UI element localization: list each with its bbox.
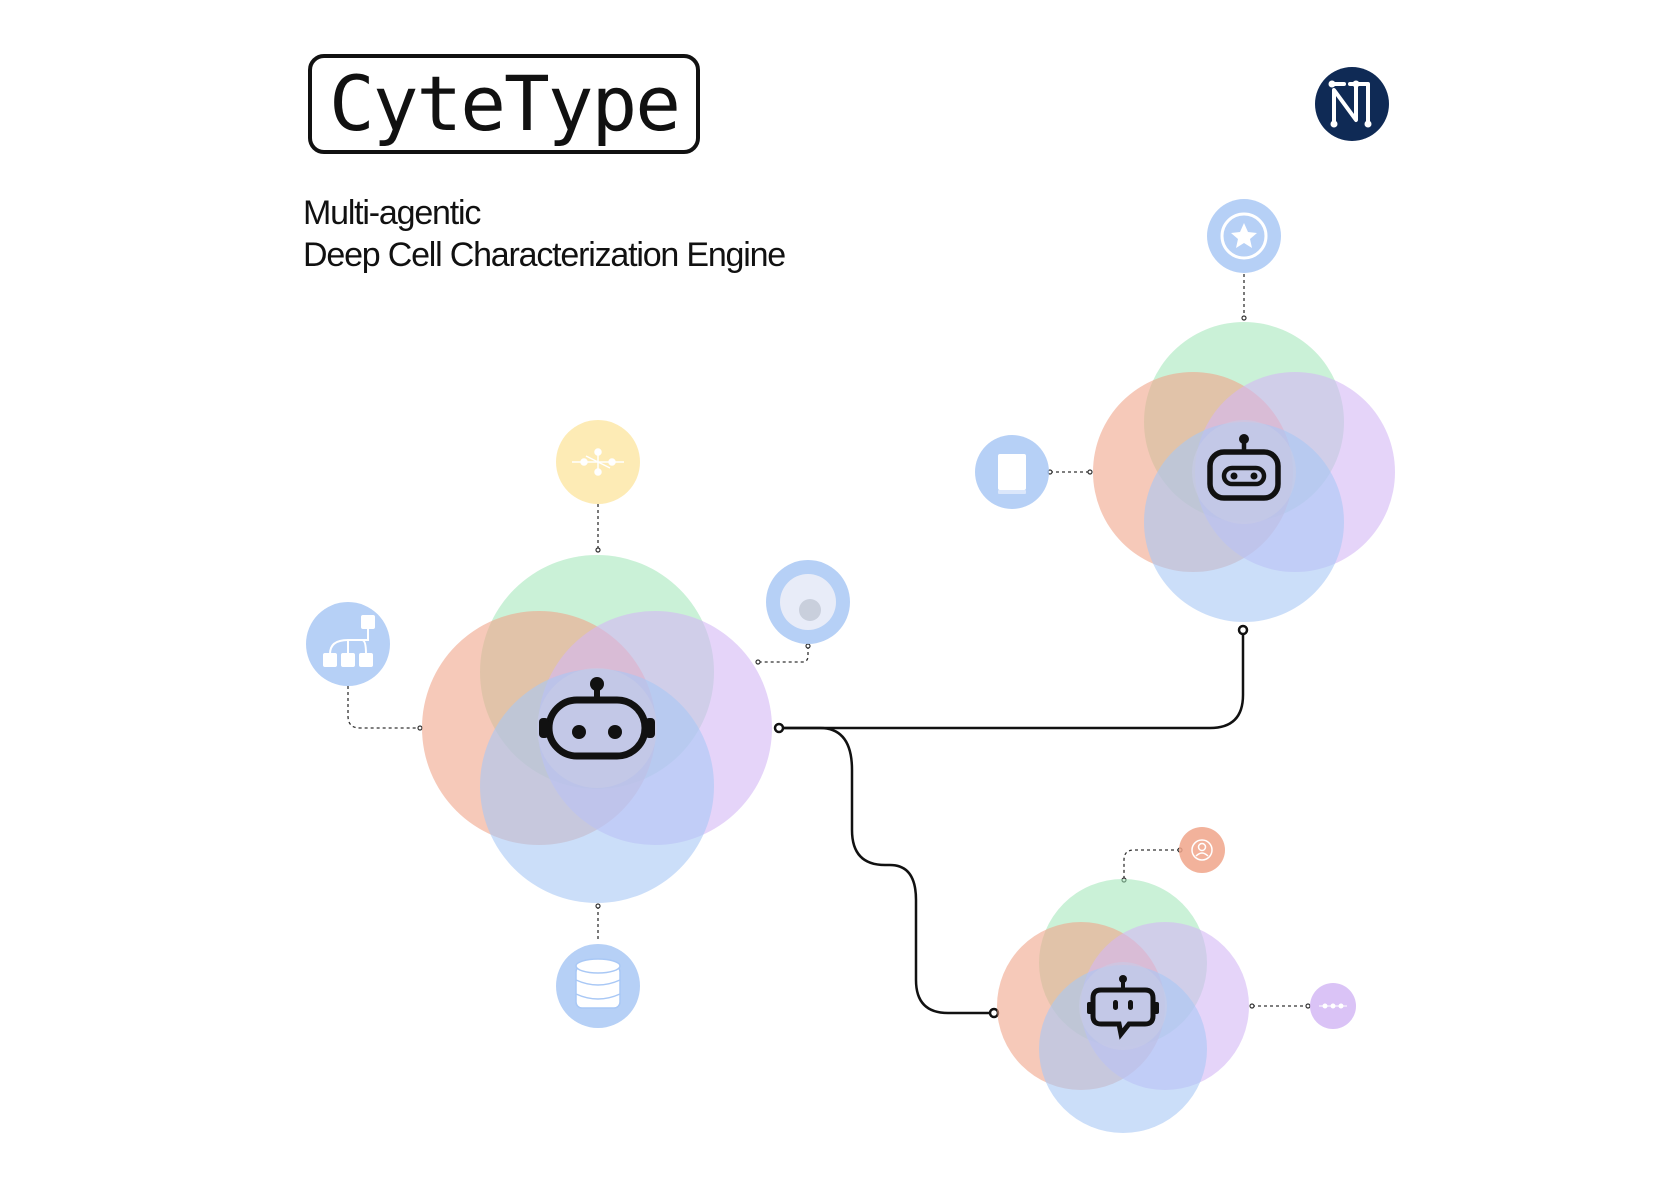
subtitle-line-1: Multi-agentic <box>303 194 481 232</box>
title-box: CyteType <box>308 54 700 154</box>
more-dots-icon <box>1319 1003 1347 1009</box>
database-icon <box>575 958 621 1009</box>
page-title: CyteType <box>328 59 681 148</box>
star-tool <box>1207 199 1281 273</box>
book-tool <box>975 435 1049 509</box>
connector-main-to-upper <box>779 630 1245 730</box>
connector-node-lower <box>988 1007 1000 1019</box>
hierarchy-icon <box>323 615 375 667</box>
hierarchy-tool <box>306 602 390 686</box>
subtitle: Multi-agentic Deep Cell Characterization… <box>303 192 786 276</box>
satellite-links <box>347 274 1308 1007</box>
lower-right-agent <box>997 879 1249 1133</box>
robot-icon <box>1207 434 1281 501</box>
connector-node-main <box>773 722 785 734</box>
star-badge-icon <box>1231 223 1257 248</box>
book-icon <box>998 454 1026 494</box>
dots-tool <box>1310 983 1356 1029</box>
upper-right-agent <box>1093 322 1395 622</box>
n-network-logo-icon <box>1315 67 1389 141</box>
network-nodes-icon <box>572 448 624 476</box>
robot-icon <box>539 677 655 760</box>
chat-robot-icon <box>1087 975 1159 1040</box>
database-tool <box>556 944 640 1028</box>
cell-tool <box>766 560 850 644</box>
user-tool <box>1179 827 1225 873</box>
user-icon <box>1191 839 1213 861</box>
connector-main-to-lower <box>779 726 992 1015</box>
main-agent <box>422 555 772 903</box>
subtitle-line-2: Deep Cell Characterization Engine <box>303 236 786 274</box>
connector-node-upper <box>1237 624 1249 636</box>
network-tool <box>556 420 640 504</box>
connectors <box>779 630 1245 1015</box>
